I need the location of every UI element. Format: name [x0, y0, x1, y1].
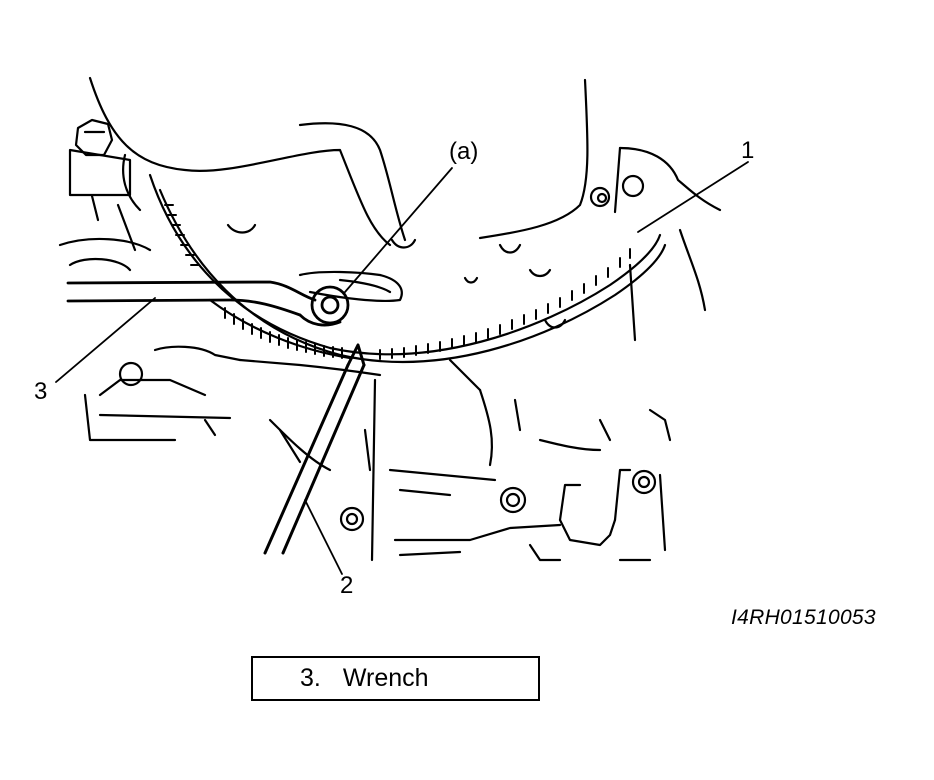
- leader-a: [344, 167, 453, 293]
- legend-label: Wrench: [342, 664, 429, 692]
- flywheel-bosses: [226, 223, 567, 329]
- bolt-top-left: [74, 118, 114, 157]
- leader-lines: [55, 161, 749, 575]
- legend-box: 3. Wrench: [251, 656, 540, 701]
- figure-code: I4RH01510053: [731, 606, 876, 629]
- screwdriver: [263, 343, 366, 555]
- housing-outline: [68, 76, 722, 252]
- callout-1: 1: [741, 137, 755, 164]
- flywheel-slot: [298, 270, 403, 302]
- leader-3: [55, 297, 156, 383]
- callout-3: 3: [34, 378, 48, 405]
- leader-1: [637, 161, 749, 233]
- ring-gear: [148, 173, 667, 363]
- callout-a: (a): [449, 138, 479, 165]
- leader-2: [304, 499, 343, 575]
- ring-gear-teeth: [164, 204, 631, 360]
- callout-2: 2: [340, 572, 354, 599]
- housing-bolts: [118, 174, 657, 532]
- legend-number: 3.: [300, 664, 321, 692]
- engine-block: [58, 228, 707, 562]
- wrench: [66, 280, 350, 327]
